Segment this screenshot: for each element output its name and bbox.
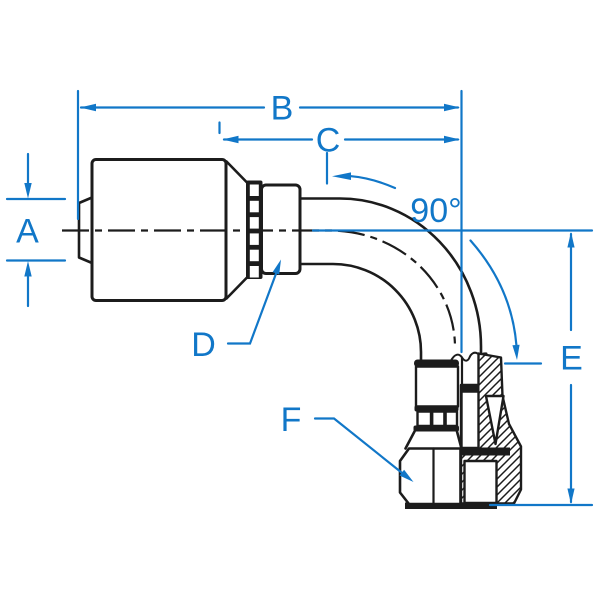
- arrowhead: [444, 135, 460, 144]
- dimension-labels: A B C D E F 90°: [16, 90, 583, 440]
- collar-bottom-bar: [413, 425, 459, 432]
- socket-taper-top: [225, 160, 249, 184]
- horizontal-centerline: [62, 229, 457, 348]
- arrowhead: [444, 103, 460, 112]
- nut-upper-bore: [460, 390, 480, 450]
- collar-taper-left: [404, 430, 416, 450]
- tube-end-bar: [460, 384, 480, 392]
- arrowhead: [24, 183, 32, 199]
- tube-outer-wall: [296, 197, 483, 354]
- dimension-b: [79, 103, 460, 112]
- dimension-label-c: C: [316, 122, 341, 160]
- hex-nut-outline: [398, 447, 462, 506]
- collar-top-bar: [414, 359, 459, 367]
- nut-cross-section: [405, 351, 523, 509]
- arrowhead: [332, 172, 351, 180]
- nut-shoulder-bar: [460, 447, 510, 456]
- arrowhead: [222, 135, 239, 144]
- dimension-e: [567, 232, 575, 504]
- collar-body: [414, 365, 460, 408]
- tube-break-wavy-line: [449, 351, 488, 363]
- dimension-d: [226, 259, 281, 345]
- arrowhead: [24, 261, 32, 277]
- arrowhead: [567, 232, 575, 248]
- collar-mid-bar: [414, 405, 459, 412]
- fitting-neck: [260, 183, 302, 275]
- flats-divider-2: [443, 411, 447, 426]
- dimension-label-e: E: [560, 340, 583, 378]
- centerlines: [62, 229, 457, 348]
- dimension-label-b: B: [271, 90, 294, 128]
- dimension-f: [313, 417, 414, 482]
- nut-base-bar: [405, 502, 497, 509]
- crimp-collar-segments: [249, 184, 259, 278]
- dimension-label-f: F: [281, 401, 302, 439]
- tube-bend: [296, 197, 483, 363]
- dimension-label-a: A: [16, 213, 39, 251]
- collar-wrench-flats: [416, 410, 459, 428]
- arrowhead: [399, 469, 414, 482]
- flats-divider-1: [429, 411, 434, 426]
- dimensions: [5, 89, 594, 507]
- flare-seat-cone: [484, 394, 505, 446]
- angle-arc-90: [469, 239, 520, 360]
- dimension-c: [222, 135, 460, 190]
- arrowhead: [567, 488, 575, 504]
- angle-label-90: 90°: [410, 192, 461, 230]
- arrowhead: [512, 344, 520, 360]
- hex-nut: [398, 447, 462, 506]
- dimension-a: [5, 152, 67, 308]
- collar-taper-right: [455, 430, 463, 450]
- c-leader-curve: [349, 175, 397, 190]
- socket-taper-bottom: [225, 276, 249, 300]
- dimension-label-d: D: [191, 326, 216, 364]
- nut-lower-bore: [463, 459, 498, 505]
- swivel-collar: [404, 359, 463, 450]
- arrowhead: [80, 103, 96, 112]
- arrowhead: [272, 259, 281, 275]
- tube-inner-wall: [296, 262, 423, 363]
